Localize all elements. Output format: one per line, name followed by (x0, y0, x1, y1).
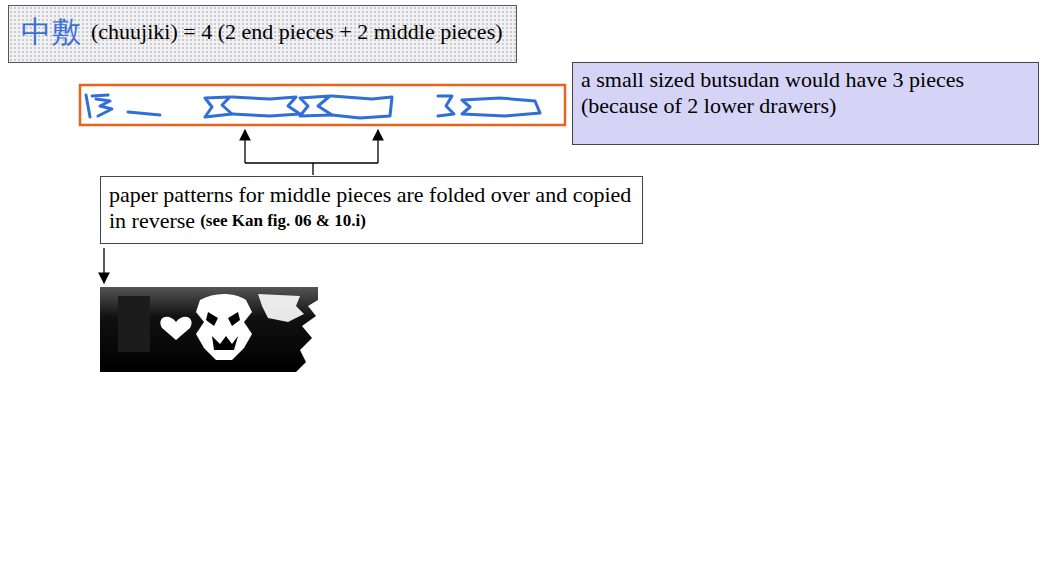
pieces-sketch (80, 85, 565, 125)
box-text: a small sized butsudan would have 3 piec… (581, 67, 964, 118)
box-subtext: (see Kan fig. 06 & 10.i) (200, 211, 366, 230)
note-box: a small sized butsudan would have 3 piec… (572, 62, 1039, 145)
explanation-box: paper patterns for middle pieces are fol… (100, 176, 643, 244)
pointer-arrow (103, 248, 104, 283)
box-text: 中敷 (21, 14, 81, 49)
definition-box: 中敷 (chuujiki) = 4 (2 end pieces + 2 middl… (8, 5, 517, 63)
pattern-photo (100, 287, 318, 372)
box-text: paper patterns for middle pieces are fol… (109, 182, 631, 233)
bracket-arrows (245, 130, 378, 175)
box-subtext: (chuujiki) = 4 (2 end pieces + 2 middle … (91, 19, 503, 44)
